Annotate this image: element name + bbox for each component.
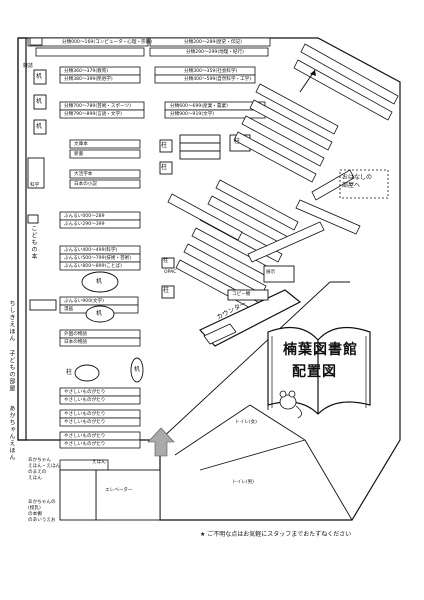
sign-ohanashi: おはなしの 部屋へ	[342, 174, 373, 189]
label-bunko-3: 大活字本	[74, 172, 93, 177]
label-kids-5: ぶんるい800〜899(ことば)	[64, 264, 122, 269]
hall-lines	[159, 281, 353, 521]
round-tables	[74, 271, 144, 383]
furniture-desk-4: 机	[96, 278, 103, 285]
furniture-pillar-2: 柱	[161, 164, 168, 171]
furniture-desk-3: 机	[36, 123, 43, 130]
mouse-illustration	[279, 390, 302, 419]
counter	[198, 289, 302, 347]
label-ehon-5: やさしいものがたり	[64, 434, 106, 439]
area-kodomo-heya: 子どもの部屋	[8, 350, 15, 392]
label-opac: OPAC	[164, 270, 177, 275]
label-tenji: 展示	[266, 270, 276, 275]
area-akachan: あかちゃんえほん	[8, 405, 15, 461]
furniture-desk-1: 机	[36, 73, 43, 80]
label-kids-7: 漫画	[64, 307, 74, 312]
label-top-right-2: 分類290〜299(地理・紀行)	[186, 50, 244, 55]
label-ehon-7: えほん	[92, 460, 106, 465]
furniture-pillar-1: 柱	[161, 142, 168, 149]
title-line-1: 楠葉図書館	[283, 342, 358, 358]
label-ehon-3: やさしいものがたり	[64, 412, 106, 417]
label-top-right: 分類200〜289(歴史・伝記)	[184, 40, 242, 45]
area-akachan-room: あかちゃんの (授乳) の本棚 のあいうえお	[28, 500, 56, 523]
top-shelves	[27, 37, 271, 57]
title-line-2: 配置図	[292, 364, 337, 380]
footer-note: ★ ご不明な点はお気軽にスタッフまでおたずねください	[200, 531, 352, 538]
label-top-left: 分類000〜169(コンピュータ・心理・宗教)	[62, 40, 153, 45]
label-kids-4: ぶんるい500〜799(技術・芸術)	[64, 256, 132, 261]
furniture-desk-6: 机	[134, 366, 141, 373]
label-left-3: 分類700〜789(芸術・スポーツ)	[64, 104, 131, 109]
area-chishiki: ちしきえほん	[8, 300, 15, 342]
label-kids-1: ぶんるい000〜289	[64, 214, 105, 219]
area-toilet-m: トイレ(男)	[232, 480, 254, 485]
label-bunko-4: 日本の小説	[74, 182, 97, 187]
label-kids-2: ぶんるい290〜399	[64, 222, 105, 227]
label-kagaku: 科学	[30, 183, 40, 188]
label-ehon-6: やさしいものがたり	[64, 442, 106, 447]
label-kids-8: 外国の物語	[64, 332, 87, 337]
label-ehon-4: やさしいものがたり	[64, 420, 106, 425]
label-mid-1: 分類300〜359(社会科学)	[184, 69, 238, 74]
furniture-desk-2: 机	[36, 98, 43, 105]
furniture-pillar-6: 柱	[66, 369, 73, 376]
area-toilet-f: トイレ(女)	[235, 420, 257, 425]
label-ehon-2: やさしいものがたり	[64, 398, 106, 403]
label-mid-2: 分類400〜599(自然科学・工学)	[184, 77, 252, 82]
label-bunko-1: 文庫本	[74, 142, 88, 147]
label-mid-3: 分類600〜699(産業・農業)	[170, 104, 228, 109]
label-left-2: 分類380〜399(民俗学)	[64, 77, 113, 82]
furniture-pillar-4: 柱	[163, 258, 169, 264]
left-pillars	[27, 69, 251, 299]
area-akachan-corner: あかちゃん えほん・えほん のまえの えほん	[28, 458, 61, 481]
area-elevator: エレベーター	[105, 488, 133, 493]
area-kodomo: こどもの本	[30, 225, 37, 260]
label-bunko-2: 新書	[74, 152, 84, 157]
label-kids-9: 日本の物語	[64, 340, 87, 345]
furniture-pillar-5: 柱	[163, 287, 170, 294]
label-zasshi: 雑誌	[23, 63, 34, 69]
label-left-4: 分類790〜899(言語・文学)	[64, 112, 122, 117]
label-kids-3: ぶんるい400〜499(科学)	[64, 248, 118, 253]
up-arrow-icon	[299, 69, 316, 93]
furniture-pillar-3: 柱	[234, 138, 241, 145]
label-copy: コピー機	[232, 292, 251, 297]
furniture-desk-5: 机	[96, 310, 103, 317]
label-left-1: 分類360〜379(教育)	[64, 69, 109, 74]
dashed-sign	[339, 169, 389, 199]
rooms	[29, 265, 295, 521]
label-mid-4: 分類900〜919(文学)	[170, 112, 215, 117]
entrance-arrow-icon	[147, 427, 175, 457]
label-ehon-1: やさしいものがたり	[64, 390, 106, 395]
label-kids-6: ぶんるい900(文学)	[64, 299, 104, 304]
